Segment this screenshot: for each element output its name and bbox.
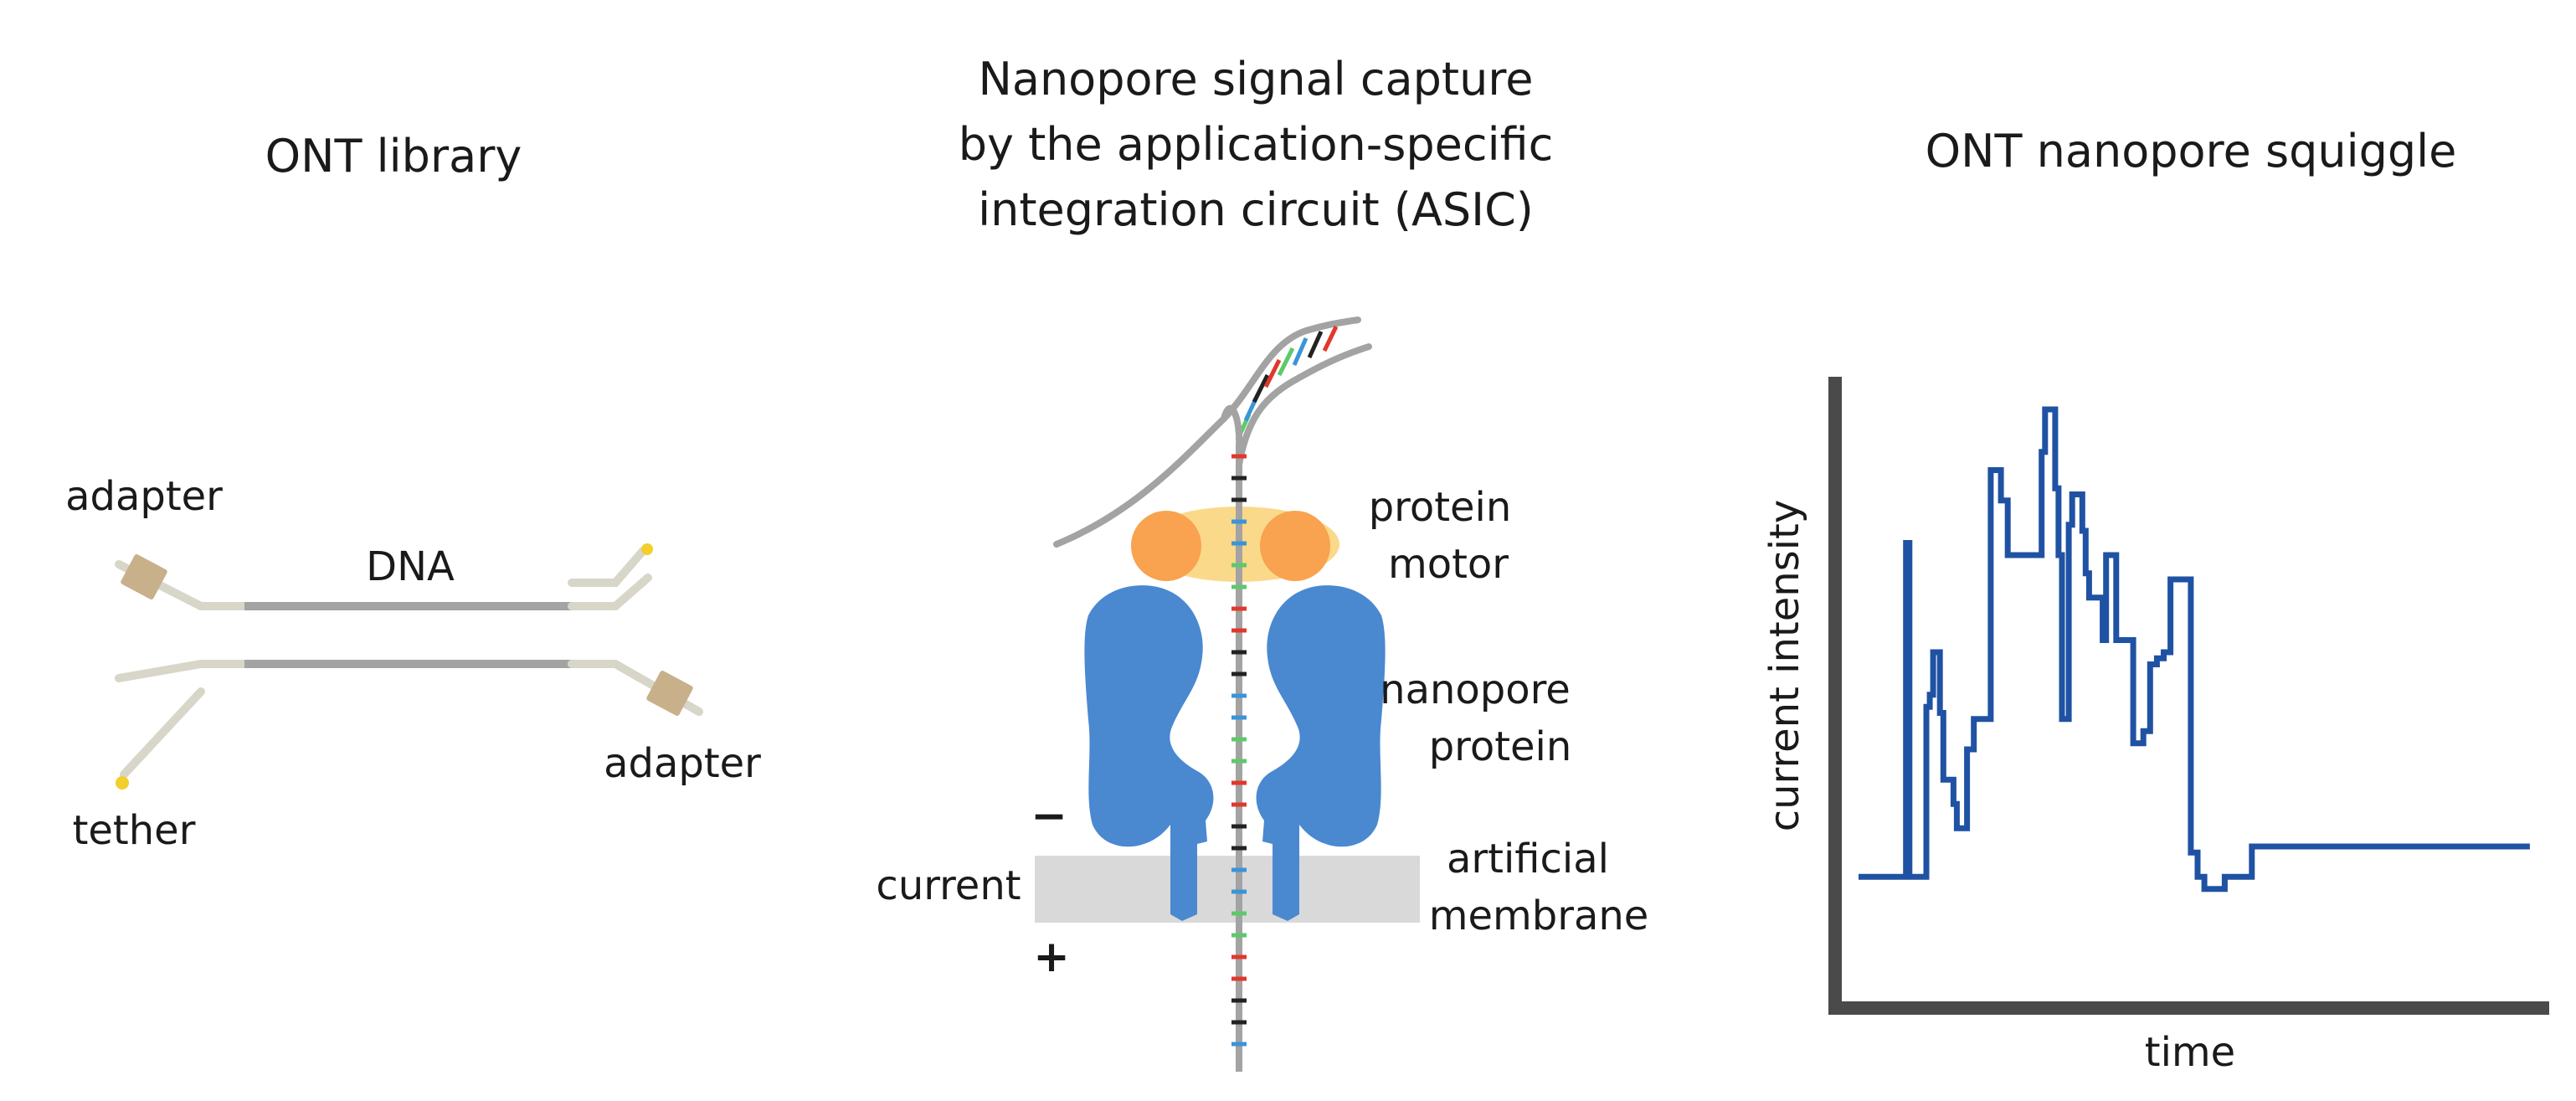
- top-right-tether-line: [568, 547, 647, 587]
- asic-title-line-3: integration circuit (ASIC): [978, 183, 1534, 236]
- top-right-tail: [568, 574, 652, 610]
- squiggle-trace: [1859, 406, 2530, 893]
- squiggle-title: ONT nanopore squiggle: [1926, 125, 2457, 177]
- strand-junction: [1221, 404, 1243, 449]
- adapter-top-label: adapter: [65, 473, 223, 520]
- bottom-tether-line: [120, 687, 205, 779]
- y-axis-label: current intensity: [1761, 500, 1808, 832]
- protein-motor-label-1: protein: [1369, 484, 1512, 531]
- asic-panel: Nanopore signal capture by the applicati…: [876, 53, 1648, 1072]
- current-label: current: [876, 862, 1021, 909]
- bottom-strand: [115, 660, 703, 790]
- membrane-label-2: membrane: [1429, 893, 1649, 939]
- nanopore-protein-label-1: nanopore: [1380, 666, 1571, 713]
- base-pair-rung: [1277, 347, 1295, 377]
- upper-strand-right: [1236, 343, 1372, 468]
- bottom-adapter-block: [646, 671, 693, 716]
- top-right-tether-dot: [641, 543, 653, 555]
- adapter-bottom-label: adapter: [604, 740, 761, 787]
- base-pair-rung: [1252, 373, 1270, 404]
- squiggle-panel: ONT nanopore squiggle current intensity …: [1761, 125, 2549, 1076]
- bottom-left-tail: [115, 660, 251, 682]
- membrane-label-1: artificial: [1447, 836, 1609, 882]
- motor-right-lobe: [1260, 511, 1330, 581]
- tether-label: tether: [73, 807, 196, 854]
- threaded-bases: [1231, 454, 1247, 1047]
- x-axis-label: time: [2145, 1029, 2235, 1076]
- base-pair-rung: [1322, 325, 1339, 352]
- library-title: ONT library: [265, 130, 522, 183]
- artificial-membrane: [1035, 856, 1420, 923]
- base-pair-rung: [1263, 358, 1282, 388]
- base-pair-rung: [1292, 337, 1309, 367]
- tether-dot: [116, 776, 129, 790]
- minus-sign: −: [1031, 791, 1067, 841]
- motor-left-lobe: [1131, 511, 1201, 581]
- nanopore-protein: [1084, 585, 1386, 921]
- dna-label: DNA: [366, 543, 455, 590]
- asic-title-line-2: by the application-specific: [959, 118, 1554, 171]
- pore-right-half: [1256, 585, 1386, 921]
- base-pair-rung: [1307, 330, 1324, 359]
- nanopore-protein-label-2: protein: [1429, 723, 1572, 770]
- asic-title-line-1: Nanopore signal capture: [978, 53, 1533, 105]
- protein-motor-label-2: motor: [1388, 541, 1509, 588]
- top-adapter-block: [121, 554, 167, 599]
- upper-strand-left: [1053, 316, 1361, 548]
- plus-sign: +: [1033, 932, 1070, 982]
- pore-left-half: [1084, 585, 1214, 921]
- top-strand: [115, 543, 653, 610]
- upper-base-pairs: [1235, 325, 1339, 442]
- ont-library-panel: ONT library adapter DNA adapter tether: [65, 130, 761, 854]
